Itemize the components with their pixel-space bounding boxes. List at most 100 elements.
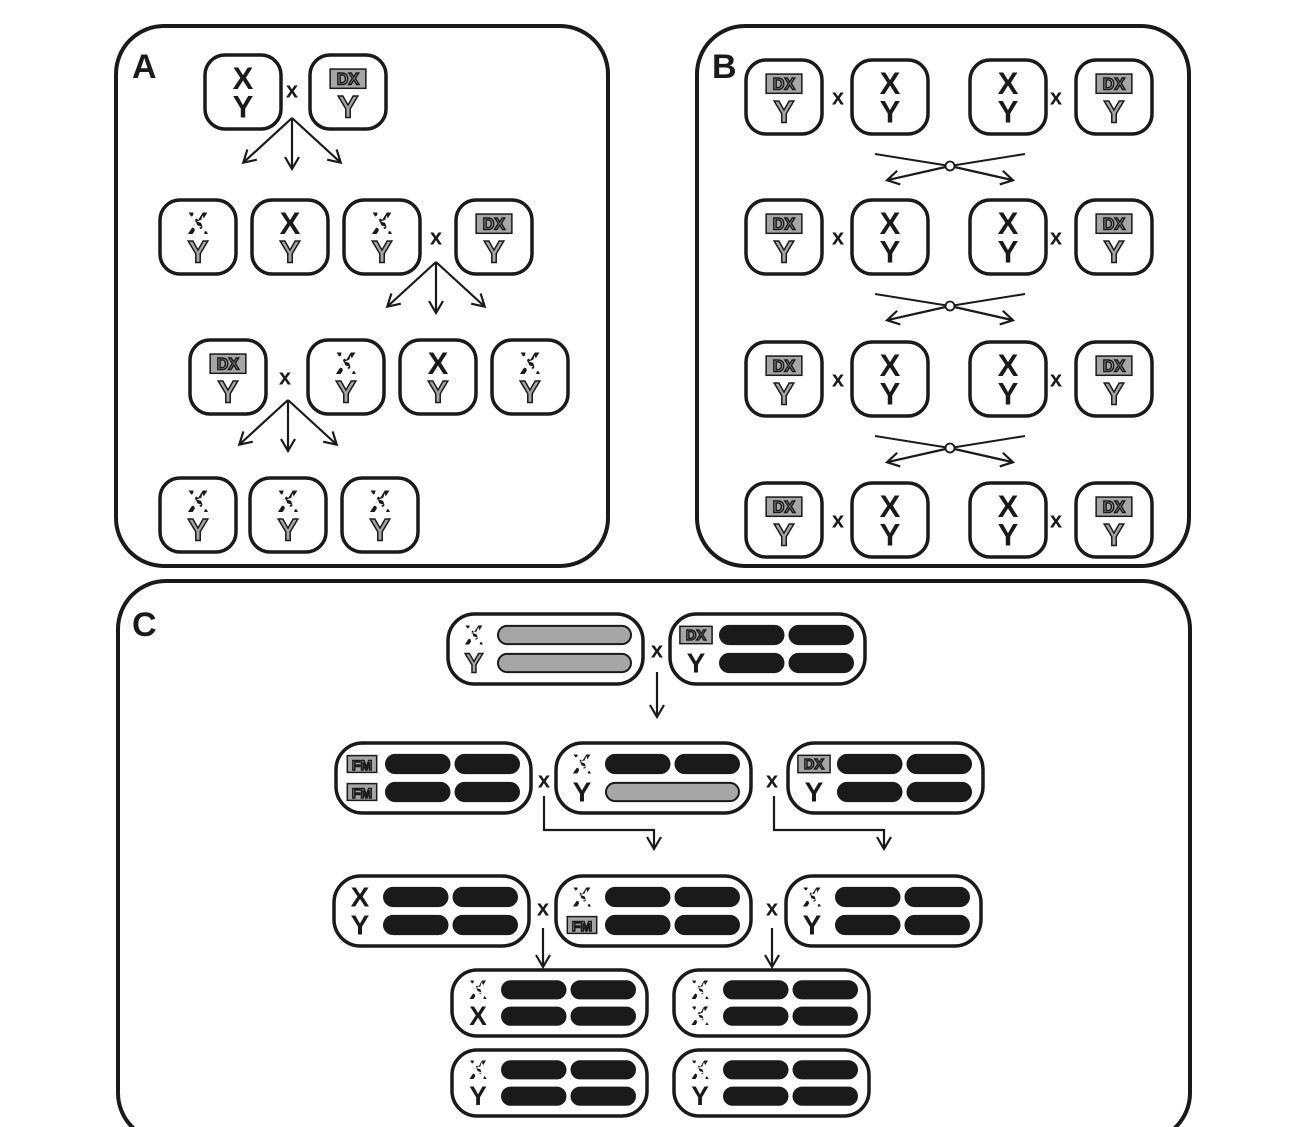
autosome-bar	[906, 781, 972, 803]
y-chromosome-glyph: Y	[428, 374, 449, 409]
arrow	[291, 117, 343, 165]
arrow	[884, 446, 951, 468]
autosome-bar	[454, 753, 520, 775]
genotype-box: DXY	[1074, 198, 1154, 276]
autosome-bar	[501, 980, 567, 1000]
genotype-outline	[968, 58, 1048, 136]
autosome-bar	[788, 652, 854, 674]
x-chromosome-glyph: X	[573, 749, 592, 780]
dx-chromosome-glyph: DX	[804, 757, 825, 773]
genotype-outline	[850, 198, 930, 276]
arrow	[949, 446, 1016, 468]
genotype-box: DXY	[1074, 481, 1154, 559]
y-chromosome-glyph: Y	[520, 374, 541, 409]
y-chromosome-glyph: Y	[1104, 376, 1125, 411]
crossover-line	[949, 153, 1026, 167]
autosome-bar	[719, 624, 785, 646]
genotype-outline	[342, 198, 422, 276]
autosome-bar	[383, 914, 449, 936]
genotype-box: XY	[850, 340, 930, 418]
dx-chromosome-glyph: DX	[773, 76, 796, 94]
fm-chromosome-glyph: FM	[572, 918, 592, 934]
arrow	[949, 164, 1016, 186]
autosome-bar	[723, 1060, 789, 1080]
genotype-box: XY	[968, 481, 1048, 559]
genotype-box: XY	[398, 338, 478, 416]
autosome-bar	[570, 1060, 636, 1080]
genotype-box-autosomes: XX	[450, 968, 649, 1038]
autosome-bar	[605, 753, 671, 775]
dx-chromosome-glyph: DX	[1103, 216, 1126, 234]
y-chromosome-glyph: Y	[687, 648, 706, 679]
autosome-bar	[837, 753, 903, 775]
panel-a-label: A	[132, 48, 157, 86]
genotype-box: XY	[250, 198, 330, 276]
dx-box	[765, 213, 803, 235]
genotype-outline	[203, 53, 283, 131]
dx-box	[765, 73, 803, 95]
autosome-bar	[570, 980, 636, 1000]
x-chromosome-glyph: X	[998, 348, 1019, 383]
arrow	[884, 164, 951, 186]
dx-box	[1095, 213, 1133, 235]
y-chromosome-glyph: Y	[880, 517, 901, 552]
crossover-line	[949, 293, 1026, 307]
x-chromosome-glyph: X	[465, 620, 484, 651]
cross-symbol: x	[1050, 85, 1063, 110]
genotype-box: DXY	[744, 58, 824, 136]
y-chromosome-glyph: Y	[218, 374, 239, 409]
y-chromosome-glyph: Y	[880, 376, 901, 411]
genotype-box: XY	[968, 198, 1048, 276]
genotype-outline	[850, 58, 930, 136]
dx-box	[679, 625, 713, 645]
genotype-box: DXY	[454, 198, 534, 276]
arrow	[542, 796, 662, 852]
y-chromosome-glyph: Y	[998, 234, 1019, 269]
autosome-bar	[674, 886, 740, 908]
fm-box	[566, 915, 598, 935]
cross-symbol: x	[832, 85, 845, 110]
autosome-bar	[501, 1060, 567, 1080]
dx-box	[1095, 355, 1133, 377]
y-chromosome-glyph: Y	[484, 234, 505, 269]
genotype-outline	[850, 340, 930, 418]
y-chromosome-glyph: Y	[336, 374, 357, 409]
x-chromosome-glyph: X	[428, 346, 449, 381]
genotype-box: XY	[342, 198, 422, 276]
cross-symbol: x	[832, 508, 845, 533]
arrow	[884, 304, 951, 326]
autosome-bar	[904, 886, 970, 908]
y-chromosome-glyph: Y	[998, 94, 1019, 129]
crossover-line	[949, 435, 1026, 449]
cross-symbol: x	[651, 638, 664, 663]
dx-box	[475, 213, 513, 235]
autosome-bar	[501, 1006, 567, 1026]
panel-b-label: B	[712, 48, 737, 86]
genotype-box: XY	[248, 476, 328, 554]
genotype-outline	[250, 198, 330, 276]
y-chromosome-glyph: Y	[573, 777, 592, 808]
x-chromosome-glyph: X	[880, 206, 901, 241]
genotype-outline	[968, 340, 1048, 418]
cross-symbol: x	[279, 365, 292, 390]
autosome-bar	[792, 980, 858, 1000]
cross-symbol: x	[537, 896, 550, 921]
dx-chromosome-glyph: DX	[337, 71, 360, 89]
cross-symbol: x	[538, 768, 551, 793]
genotype-outline	[968, 481, 1048, 559]
genotype-box-autosomes: XY	[784, 874, 983, 948]
cross-symbol: x	[832, 225, 845, 250]
genotype-box-autosomes: XY	[672, 1048, 871, 1118]
x-chromosome-glyph: X	[280, 206, 301, 241]
y-chromosome-glyph: Y	[880, 234, 901, 269]
panel-c-frame	[116, 579, 1192, 1127]
fm-chromosome-glyph: FM	[352, 785, 372, 801]
autosome-bar	[792, 1086, 858, 1106]
y-chromosome-glyph: Y	[469, 1081, 487, 1111]
genotype-outline	[968, 198, 1048, 276]
genotype-outline	[340, 476, 420, 554]
autosome-bar	[570, 1086, 636, 1106]
genotype-outline	[306, 338, 386, 416]
y-chromosome-glyph: Y	[998, 517, 1019, 552]
genotype-outline	[1074, 340, 1154, 418]
